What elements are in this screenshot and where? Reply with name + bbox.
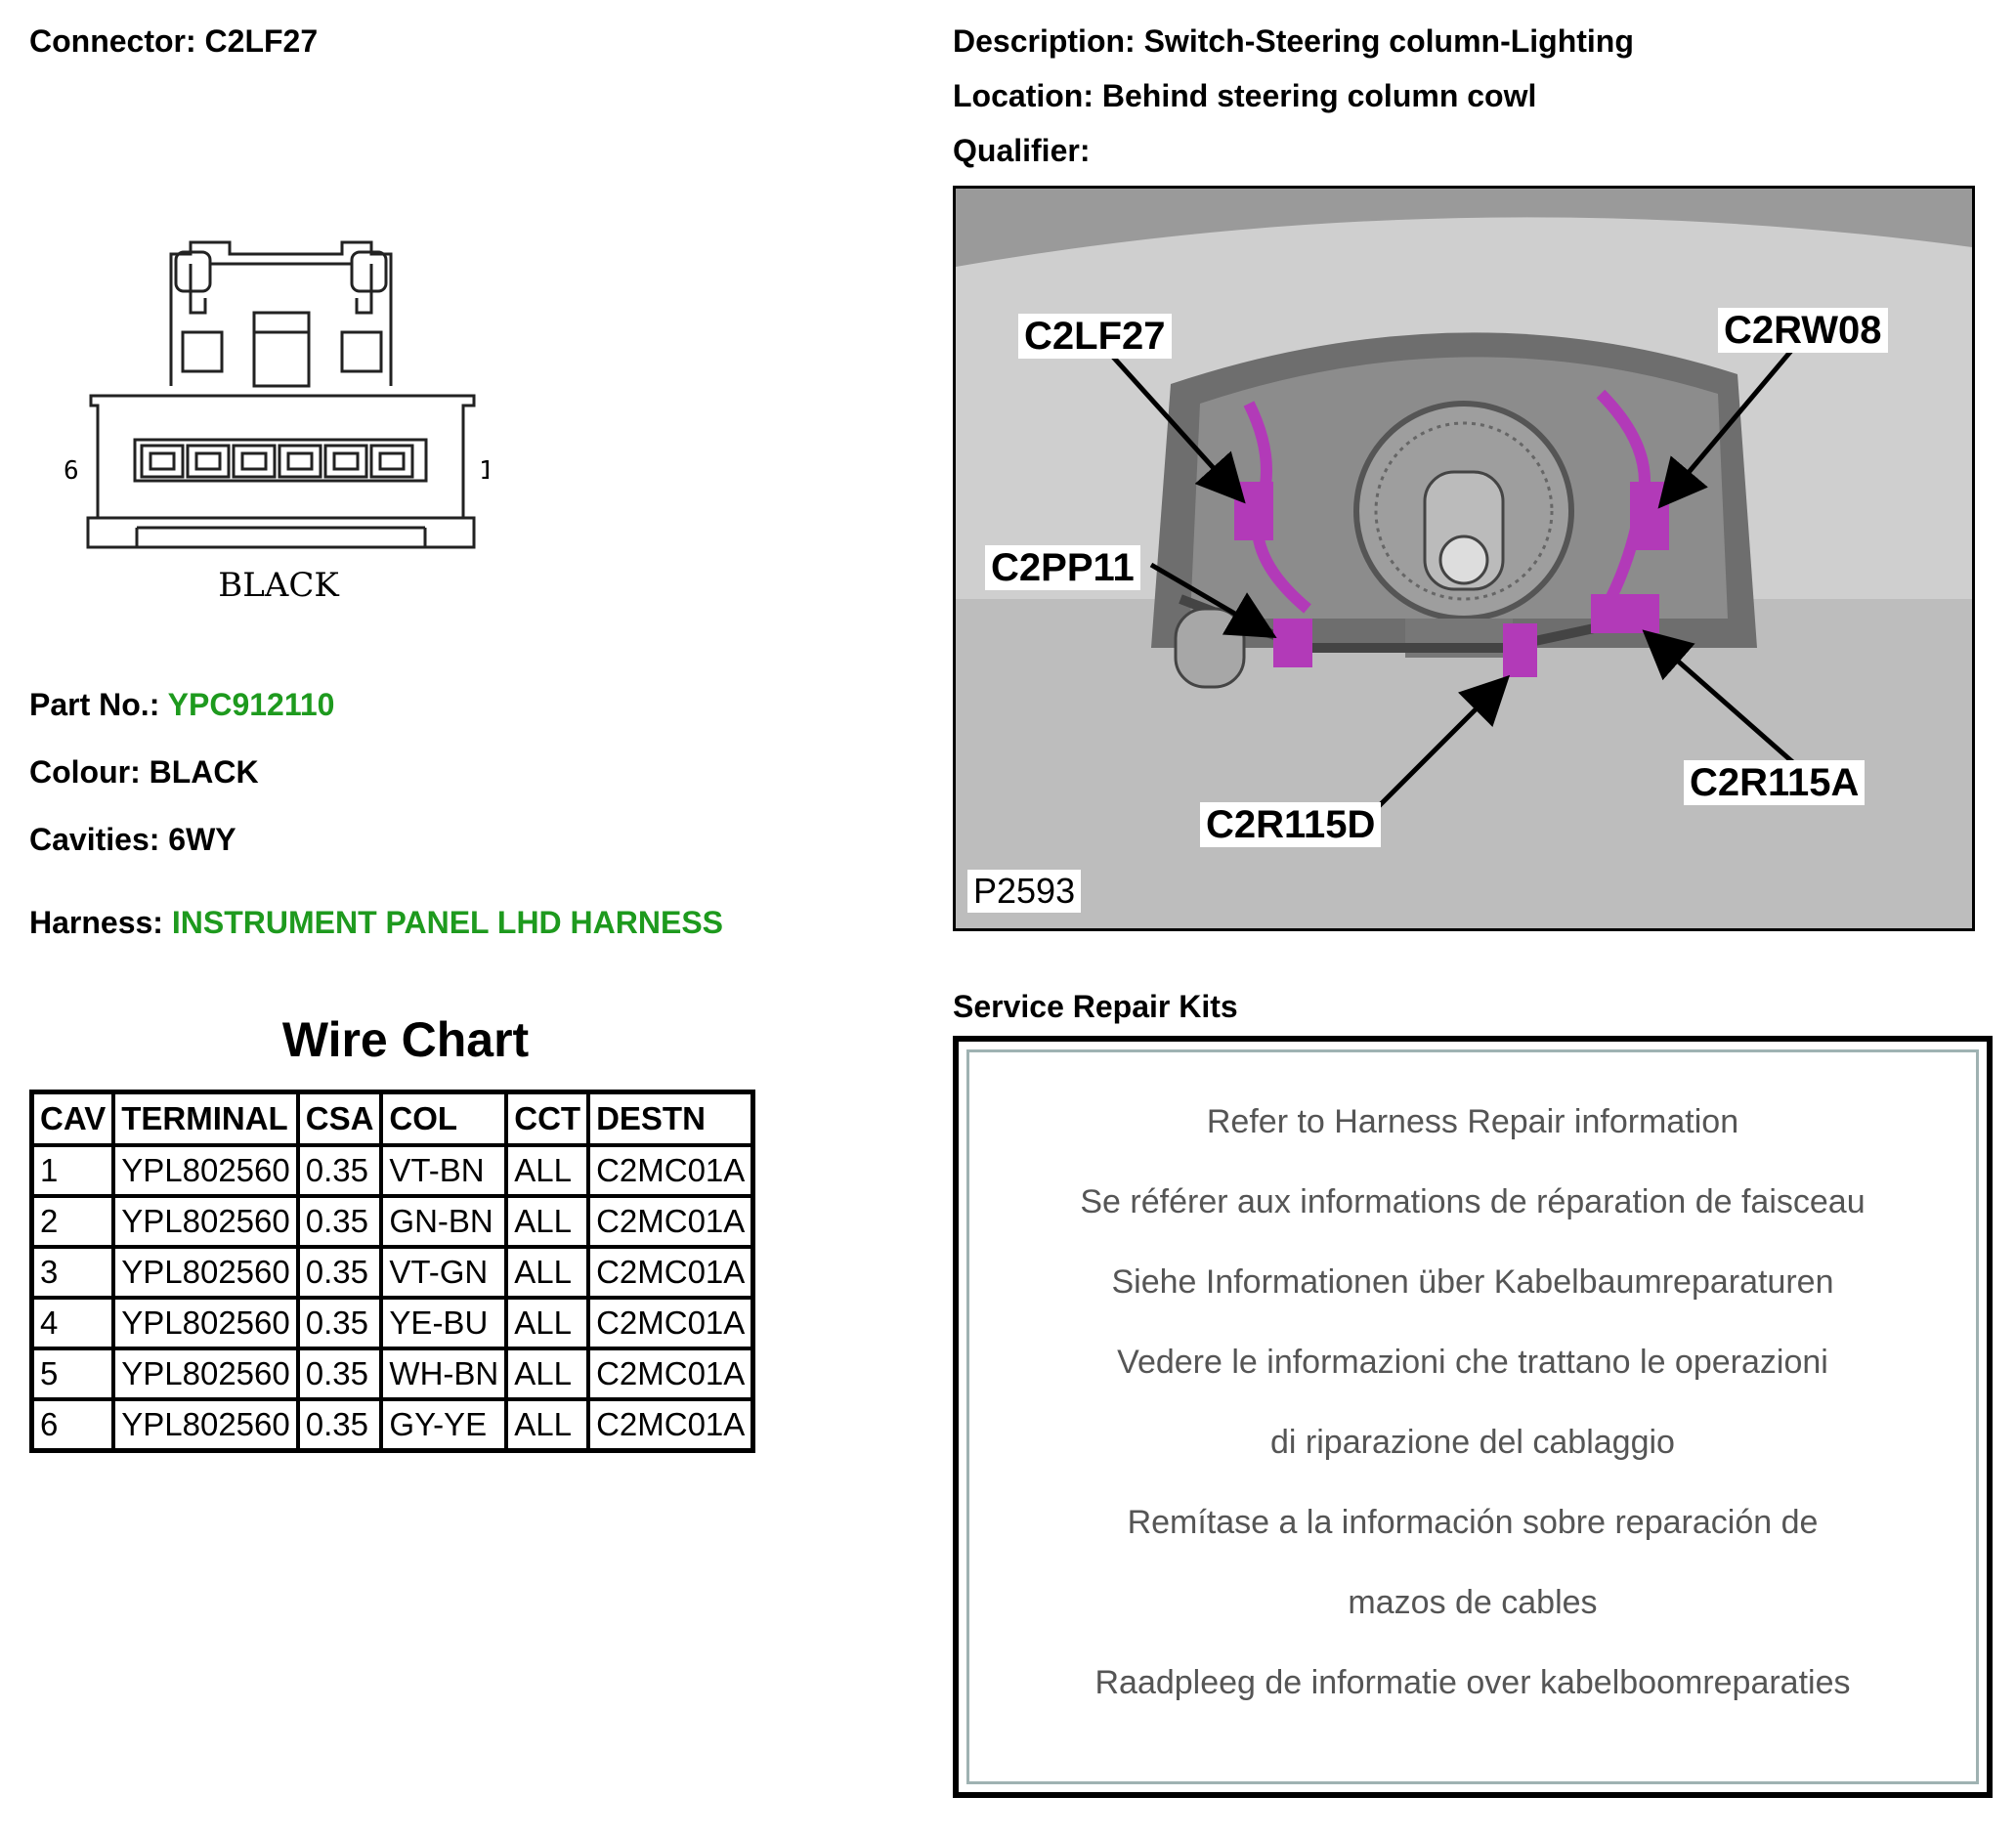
colour-value: BLACK	[149, 754, 259, 790]
cell-cct: ALL	[504, 1194, 591, 1249]
connector-face-diagram: 6 1 BLACK	[64, 240, 489, 605]
cavities-label: Cavities:	[29, 822, 160, 857]
description-value: Switch-Steering column-Lighting	[1143, 23, 1634, 59]
table-row: 5 YPL802560 0.35 WH-BN ALL C2MC01A	[29, 1347, 755, 1401]
callout-c2lf27: C2LF27	[1018, 314, 1172, 359]
service-repair-kits-title: Service Repair Kits	[953, 989, 1238, 1024]
wire-chart-table: CAV TERMINAL CSA COL CCT DESTN 1 YPL8025…	[29, 1090, 756, 1453]
harness-label: Harness:	[29, 905, 163, 940]
cell-csa: 0.35	[295, 1296, 384, 1350]
kit-line: Refer to Harness Repair information	[1206, 1103, 1739, 1140]
cell-cct: ALL	[504, 1245, 591, 1300]
qualifier-label: Qualifier:	[953, 133, 1091, 168]
table-row: 1 YPL802560 0.35 VT-BN ALL C2MC01A	[29, 1143, 755, 1198]
kit-line: di riparazione del cablaggio	[1270, 1424, 1675, 1461]
cell-col: VT-GN	[379, 1245, 509, 1300]
cell-csa: 0.35	[295, 1245, 384, 1300]
header-destn: DESTN	[586, 1090, 755, 1147]
part-no-link[interactable]: YPC912110	[167, 687, 335, 722]
kit-line: Siehe Informationen über Kabelbaumrepara…	[1111, 1263, 1834, 1301]
cell-terminal: YPL802560	[111, 1347, 300, 1401]
harness-link[interactable]: INSTRUMENT PANEL LHD HARNESS	[171, 905, 724, 940]
cell-terminal: YPL802560	[111, 1296, 300, 1350]
part-no-field: Part No.: YPC912110	[29, 687, 334, 723]
location-label: Location:	[953, 78, 1094, 113]
connector-label: Connector:	[29, 23, 196, 59]
kit-line: Raadpleeg de informatie over kabelboomre…	[1094, 1664, 1851, 1701]
kit-line: mazos de cables	[1348, 1584, 1598, 1621]
cell-cct: ALL	[504, 1143, 591, 1198]
cell-cct: ALL	[504, 1296, 591, 1350]
callout-c2pp11: C2PP11	[985, 545, 1140, 590]
service-repair-kits-box: Refer to Harness Repair information Se r…	[953, 1036, 1993, 1798]
harness-field: Harness: INSTRUMENT PANEL LHD HARNESS	[29, 905, 723, 941]
connector-location-image: C2LF27 C2RW08 C2PP11 C2R115A C2R115D P25…	[953, 186, 1975, 931]
cell-cav: 3	[29, 1245, 116, 1300]
cell-cav: 2	[29, 1194, 116, 1249]
location-field: Location: Behind steering column cowl	[953, 78, 1536, 114]
header-cct: CCT	[504, 1090, 591, 1147]
cell-cct: ALL	[504, 1347, 591, 1401]
callout-c2r115a: C2R115A	[1684, 760, 1866, 805]
connector-color-label: BLACK	[218, 566, 339, 605]
pin-6-label: 6	[64, 456, 79, 486]
header-col: COL	[379, 1090, 509, 1147]
description-label: Description:	[953, 23, 1136, 59]
cell-csa: 0.35	[295, 1397, 384, 1453]
header-terminal: TERMINAL	[111, 1090, 300, 1147]
cell-destn: C2MC01A	[586, 1245, 755, 1300]
table-row: 2 YPL802560 0.35 GN-BN ALL C2MC01A	[29, 1194, 755, 1249]
pin-1-label: 1	[479, 456, 489, 486]
colour-field: Colour: BLACK	[29, 754, 259, 791]
cell-col: YE-BU	[379, 1296, 509, 1350]
cell-col: GY-YE	[379, 1397, 509, 1453]
cell-csa: 0.35	[295, 1143, 384, 1198]
cavities-value: 6WY	[168, 822, 236, 857]
cell-terminal: YPL802560	[111, 1194, 300, 1249]
callout-c2r115d: C2R115D	[1200, 802, 1382, 847]
cell-col: VT-BN	[379, 1143, 509, 1198]
header-cav: CAV	[29, 1090, 116, 1147]
kit-line: Se référer aux informations de réparatio…	[1080, 1183, 1866, 1220]
cell-terminal: YPL802560	[111, 1397, 300, 1453]
cell-destn: C2MC01A	[586, 1347, 755, 1401]
cell-cav: 1	[29, 1143, 116, 1198]
part-no-label: Part No.:	[29, 687, 160, 722]
cell-destn: C2MC01A	[586, 1194, 755, 1249]
cell-destn: C2MC01A	[586, 1296, 755, 1350]
connector-field: Connector: C2LF27	[29, 23, 318, 60]
kit-line: Remítase a la información sobre reparaci…	[1127, 1504, 1819, 1541]
cell-cct: ALL	[504, 1397, 591, 1453]
cell-terminal: YPL802560	[111, 1143, 300, 1198]
location-value: Behind steering column cowl	[1101, 78, 1537, 113]
table-row: 4 YPL802560 0.35 YE-BU ALL C2MC01A	[29, 1296, 755, 1350]
cell-csa: 0.35	[295, 1347, 384, 1401]
qualifier-field: Qualifier:	[953, 133, 1090, 169]
cell-destn: C2MC01A	[586, 1143, 755, 1198]
table-row: 3 YPL802560 0.35 VT-GN ALL C2MC01A	[29, 1245, 755, 1300]
cell-col: WH-BN	[379, 1347, 509, 1401]
table-row: 6 YPL802560 0.35 GY-YE ALL C2MC01A	[29, 1397, 755, 1453]
header-csa: CSA	[295, 1090, 384, 1147]
wire-chart-header-row: CAV TERMINAL CSA COL CCT DESTN	[29, 1090, 755, 1147]
description-field: Description: Switch-Steering column-Ligh…	[953, 23, 1634, 60]
cavities-field: Cavities: 6WY	[29, 822, 236, 858]
cell-cav: 6	[29, 1397, 116, 1453]
cell-cav: 4	[29, 1296, 116, 1350]
photo-reference: P2593	[967, 870, 1082, 913]
kit-line: Vedere le informazioni che trattano le o…	[1117, 1344, 1828, 1381]
cell-csa: 0.35	[295, 1194, 384, 1249]
callout-c2rw08: C2RW08	[1718, 308, 1888, 353]
cell-destn: C2MC01A	[586, 1397, 755, 1453]
wire-chart-title: Wire Chart	[281, 1012, 530, 1067]
cell-terminal: YPL802560	[111, 1245, 300, 1300]
colour-label: Colour:	[29, 754, 141, 790]
cell-cav: 5	[29, 1347, 116, 1401]
connector-value: C2LF27	[204, 23, 319, 59]
cell-col: GN-BN	[379, 1194, 509, 1249]
